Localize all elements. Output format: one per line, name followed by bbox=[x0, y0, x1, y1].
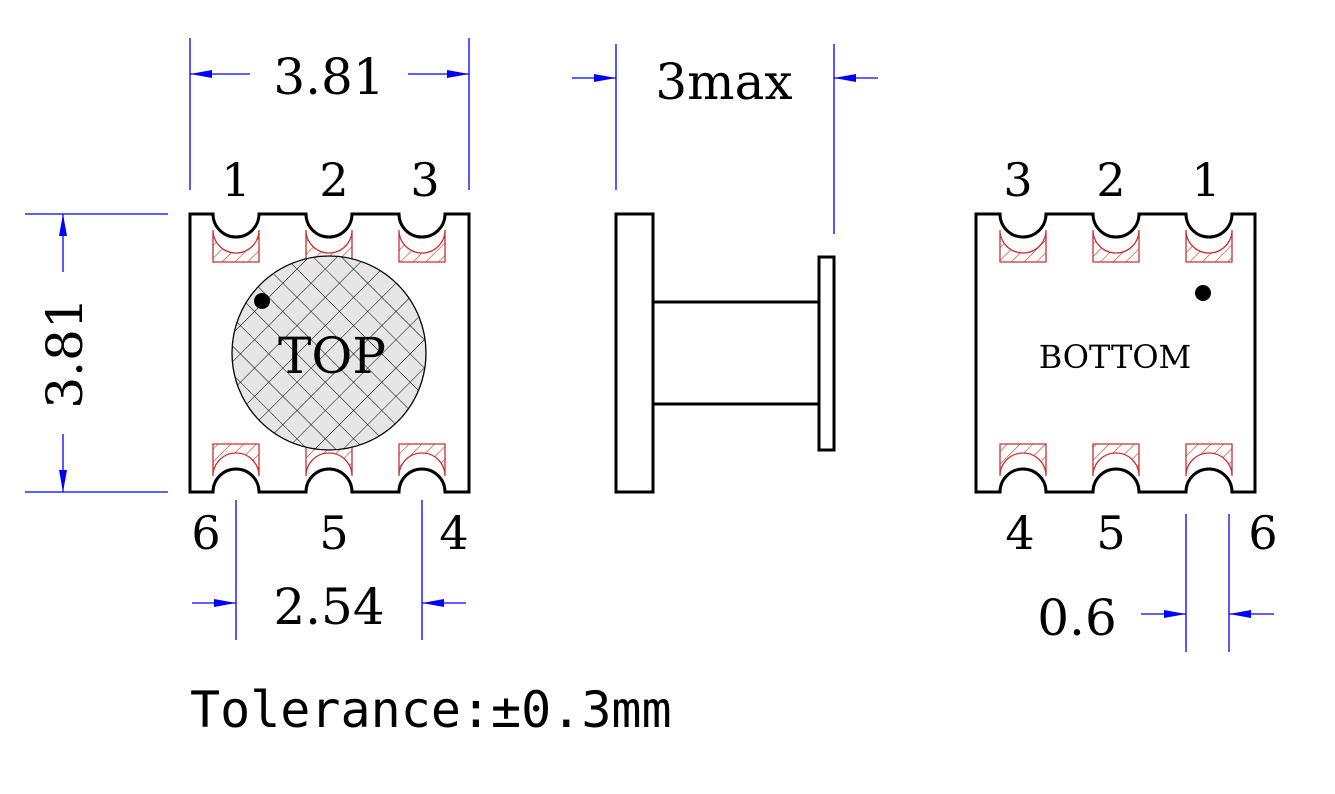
bottom-pin-label-2: 2 bbox=[1096, 153, 1125, 207]
dim-side-height: 3.81 bbox=[25, 213, 168, 493]
bottom-view-body bbox=[974, 212, 1257, 494]
top-view-pad-6 bbox=[212, 443, 260, 477]
dim-pin-pitch-text: 2.54 bbox=[273, 578, 384, 636]
bottom-pin-label-1: 1 bbox=[1191, 153, 1220, 207]
tolerance-note: Tolerance:±0.3mm bbox=[190, 681, 672, 739]
top-view-pad-1 bbox=[212, 229, 260, 263]
bottom-view-pad-4 bbox=[999, 443, 1047, 477]
top-pin-label-2: 2 bbox=[319, 153, 348, 207]
bottom-view: BOTTOM 3 2 1 4 5 6 bbox=[974, 153, 1278, 560]
bottom-view-pad-6 bbox=[1185, 443, 1233, 477]
dim-top-width-text: 3.81 bbox=[273, 48, 384, 106]
top-label: TOP bbox=[278, 327, 386, 385]
dim-pad-width-text: 0.6 bbox=[1037, 589, 1117, 647]
dim-max-thickness: 3max bbox=[572, 44, 878, 234]
side-view-top-flange bbox=[817, 255, 836, 452]
top-pin-label-6: 6 bbox=[191, 506, 220, 560]
pin1-dot-icon bbox=[254, 293, 270, 309]
top-view-pad-2 bbox=[305, 229, 353, 263]
top-pin-label-1: 1 bbox=[221, 153, 250, 207]
bottom-view-pad-5 bbox=[1092, 443, 1140, 477]
side-view-core bbox=[651, 300, 821, 406]
top-pin-label-3: 3 bbox=[410, 153, 439, 207]
side-view-base-flange bbox=[614, 212, 655, 494]
top-view-pad-5 bbox=[305, 443, 353, 477]
bottom-view-pad-2 bbox=[1092, 229, 1140, 263]
dim-max-thickness-text: 3max bbox=[655, 53, 792, 111]
dim-pin-pitch: 2.54 bbox=[192, 500, 466, 640]
top-view-pad-4 bbox=[398, 443, 446, 477]
top-view-pad-3 bbox=[398, 229, 446, 263]
bottom-pin-label-3: 3 bbox=[1003, 153, 1032, 207]
top-view: TOP 1 2 3 6 5 4 bbox=[188, 153, 471, 560]
bottom-pin-label-6: 6 bbox=[1248, 506, 1277, 560]
core-circle bbox=[231, 255, 427, 451]
bottom-label: BOTTOM bbox=[1039, 338, 1192, 376]
pin1-dot-icon bbox=[1195, 285, 1211, 301]
bottom-pin-label-5: 5 bbox=[1096, 506, 1125, 560]
dim-side-height-text: 3.81 bbox=[36, 297, 94, 408]
bottom-view-pad-1 bbox=[1185, 229, 1233, 263]
bottom-view-pad-3 bbox=[999, 229, 1047, 263]
dim-top-width: 3.81 bbox=[189, 38, 470, 190]
dim-pad-width: 0.6 bbox=[1037, 514, 1274, 652]
bottom-pin-label-4: 4 bbox=[1005, 506, 1034, 560]
top-pin-label-4: 4 bbox=[439, 506, 468, 560]
side-view bbox=[614, 212, 836, 494]
top-pin-label-5: 5 bbox=[319, 506, 348, 560]
